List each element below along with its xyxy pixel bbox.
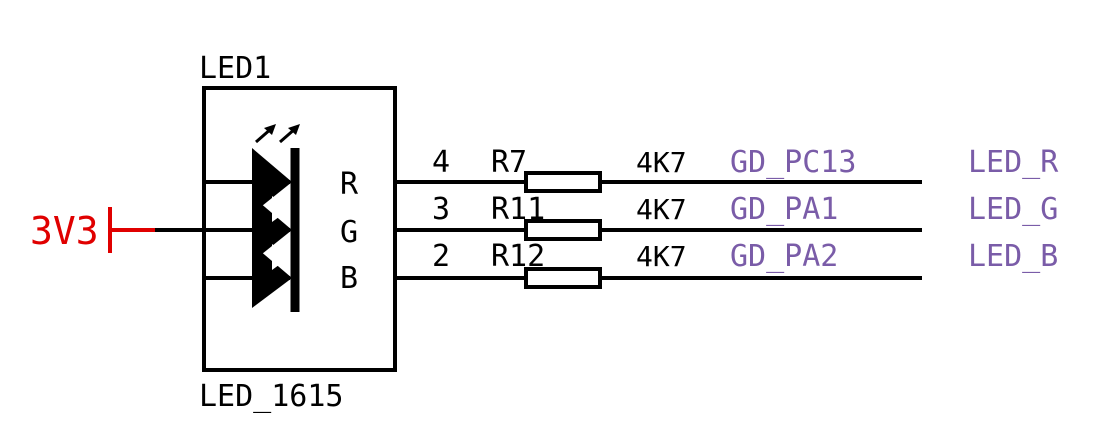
light-emission-arrows-icon: [255, 124, 300, 144]
resistor-value-label: 4K7: [636, 193, 687, 226]
led-value-label: LED_1615: [199, 379, 344, 414]
net-label-led: LED_B: [968, 239, 1058, 274]
resistor-r11-body: [524, 219, 602, 241]
resistor-ref-label: R12: [491, 239, 545, 274]
led-pin-b-label: B: [340, 261, 358, 296]
pin-number: 3: [432, 192, 450, 227]
diode-blue-triangle: [252, 244, 292, 308]
resistor-ref-label: R11: [491, 192, 545, 227]
diode-green-triangle: [252, 196, 292, 262]
resistor-value-label: 4K7: [636, 240, 687, 273]
diode-red-triangle: [252, 148, 292, 214]
led-ref-label: LED1: [199, 51, 271, 86]
net-label-led: LED_R: [968, 145, 1059, 180]
resistor-r12-body: [524, 267, 602, 289]
net-label-mcu: GD_PA2: [730, 239, 838, 274]
net-label-mcu: GD_PA1: [730, 192, 838, 227]
pin-number: 2: [432, 239, 450, 274]
diode-notch-1: [272, 196, 290, 222]
pin-number: 4: [432, 145, 450, 180]
led-pin-r-label: R: [340, 167, 359, 202]
net-label-mcu: GD_PC13: [730, 145, 856, 180]
led-pin-g-label: G: [340, 215, 358, 250]
resistor-ref-label: R7: [491, 145, 527, 180]
power-label: 3V3: [30, 209, 99, 253]
resistor-value-label: 4K7: [636, 146, 687, 179]
resistor-r7-body: [524, 171, 602, 193]
diode-notch-2: [272, 244, 290, 270]
net-label-led: LED_G: [968, 192, 1058, 227]
